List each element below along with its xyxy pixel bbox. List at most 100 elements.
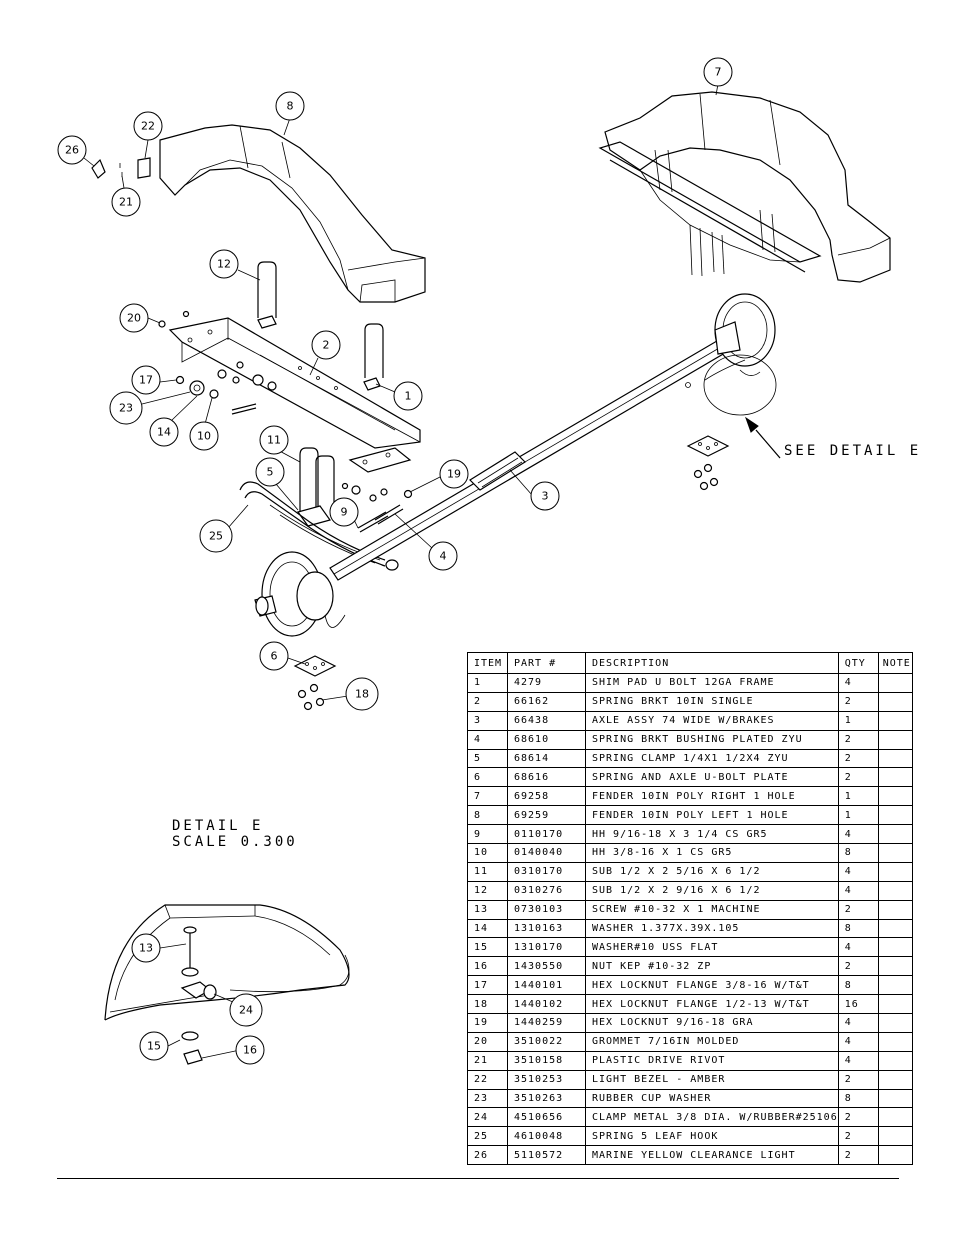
cell-desc: LIGHT BEZEL - AMBER bbox=[585, 1069, 839, 1090]
callout-4: 4 bbox=[428, 541, 458, 571]
cell-part: 0140040 bbox=[507, 843, 586, 863]
cell-qty: 4 bbox=[837, 1050, 879, 1071]
cell-part: 0310170 bbox=[507, 861, 586, 882]
leader-lines bbox=[83, 83, 719, 1059]
cell-desc: SPRING BRKT 10IN SINGLE bbox=[585, 691, 839, 712]
cell-desc: FENDER 10IN POLY RIGHT 1 HOLE bbox=[585, 786, 839, 807]
cell-desc: HEX LOCKNUT FLANGE 1/2-13 W/T&T bbox=[585, 994, 839, 1015]
callout-26: 26 bbox=[57, 135, 87, 165]
cell-qty: 2 bbox=[837, 748, 879, 769]
cell-item: 3 bbox=[467, 710, 508, 731]
cell-item: 5 bbox=[467, 748, 508, 769]
cell-desc: SHIM PAD U BOLT 12GA FRAME bbox=[585, 673, 839, 693]
cell-item: 1 bbox=[467, 673, 508, 693]
cell-part: 1440101 bbox=[507, 975, 586, 996]
cell-note bbox=[877, 691, 913, 712]
svg-text:19: 19 bbox=[447, 468, 461, 481]
cell-part: 69258 bbox=[507, 786, 586, 807]
cell-desc: SUB 1/2 X 2 5/16 X 6 1/2 bbox=[585, 861, 839, 882]
svg-text:25: 25 bbox=[209, 530, 223, 543]
callout-13: 13 bbox=[131, 933, 161, 963]
right-hub bbox=[703, 293, 777, 416]
callout-7: 7 bbox=[703, 57, 733, 87]
cell-note bbox=[877, 673, 913, 693]
cell-part: 4610048 bbox=[507, 1126, 586, 1147]
cell-desc: GROMMET 7/16IN MOLDED bbox=[585, 1031, 839, 1052]
cell-note bbox=[877, 805, 913, 826]
header-qty: QTY bbox=[837, 652, 879, 674]
cell-qty: 2 bbox=[837, 1126, 879, 1147]
cell-item: 7 bbox=[467, 786, 508, 807]
cell-part: 3510263 bbox=[507, 1088, 586, 1109]
cell-desc: HH 9/16-18 X 3 1/4 CS GR5 bbox=[585, 824, 839, 845]
cell-qty: 4 bbox=[837, 1013, 879, 1033]
cell-qty: 2 bbox=[837, 691, 879, 712]
svg-text:14: 14 bbox=[157, 426, 171, 439]
cell-note bbox=[877, 843, 913, 863]
cell-qty: 8 bbox=[837, 975, 879, 996]
cell-note bbox=[877, 1145, 913, 1166]
cell-item: 4 bbox=[467, 729, 508, 750]
left-hub bbox=[254, 551, 346, 637]
cell-part: 1310170 bbox=[507, 937, 586, 958]
parts-list-header: ITEM PART # DESCRIPTION QTY NOTE bbox=[467, 652, 913, 674]
see-detail-label: SEE DETAIL E bbox=[784, 443, 922, 459]
cell-item: 9 bbox=[467, 824, 508, 845]
cell-qty: 2 bbox=[837, 1069, 879, 1090]
cell-note bbox=[877, 861, 913, 882]
cell-part: 68610 bbox=[507, 729, 586, 750]
svg-text:17: 17 bbox=[139, 374, 153, 387]
cell-note bbox=[877, 748, 913, 769]
detail-e-scale: SCALE 0.300 bbox=[172, 834, 298, 850]
svg-text:22: 22 bbox=[141, 120, 155, 133]
cell-part: 66162 bbox=[507, 691, 586, 712]
cell-item: 19 bbox=[467, 1013, 508, 1033]
cell-desc: HEX LOCKNUT FLANGE 3/8-16 W/T&T bbox=[585, 975, 839, 996]
cell-note bbox=[877, 1050, 913, 1071]
cell-qty: 16 bbox=[837, 994, 879, 1015]
cell-item: 8 bbox=[467, 805, 508, 826]
cell-qty: 4 bbox=[837, 937, 879, 958]
cell-note bbox=[877, 956, 913, 977]
callout-9: 9 bbox=[329, 497, 359, 527]
callout-21: 21 bbox=[111, 187, 141, 217]
cell-desc: MARINE YELLOW CLEARANCE LIGHT bbox=[585, 1145, 839, 1166]
cell-desc: SPRING BRKT BUSHING PLATED ZYU bbox=[585, 729, 839, 750]
cell-part: 68614 bbox=[507, 748, 586, 769]
callout-2: 2 bbox=[311, 330, 341, 360]
cell-note bbox=[877, 937, 913, 958]
cell-item: 21 bbox=[467, 1050, 508, 1071]
callout-17: 17 bbox=[131, 365, 161, 395]
header-description: DESCRIPTION bbox=[585, 652, 839, 674]
svg-text:3: 3 bbox=[542, 490, 549, 503]
u-bolts-11 bbox=[297, 447, 335, 527]
callout-6: 6 bbox=[259, 641, 289, 671]
cell-part: 3510022 bbox=[507, 1031, 586, 1052]
cell-part: 0730103 bbox=[507, 899, 586, 920]
svg-text:12: 12 bbox=[217, 258, 231, 271]
cell-item: 18 bbox=[467, 994, 508, 1015]
cell-part: 3510158 bbox=[507, 1050, 586, 1071]
cell-item: 26 bbox=[467, 1145, 508, 1166]
svg-text:15: 15 bbox=[147, 1040, 161, 1053]
svg-text:6: 6 bbox=[271, 650, 278, 663]
cell-qty: 4 bbox=[837, 824, 879, 845]
cell-item: 12 bbox=[467, 880, 508, 901]
callout-3: 3 bbox=[530, 481, 560, 511]
callout-22: 22 bbox=[133, 111, 163, 141]
cell-desc: AXLE ASSY 74 WIDE W/BRAKES bbox=[585, 710, 839, 731]
cell-qty: 4 bbox=[837, 673, 879, 693]
cell-item: 17 bbox=[467, 975, 508, 996]
header-note: NOTE bbox=[877, 652, 913, 674]
